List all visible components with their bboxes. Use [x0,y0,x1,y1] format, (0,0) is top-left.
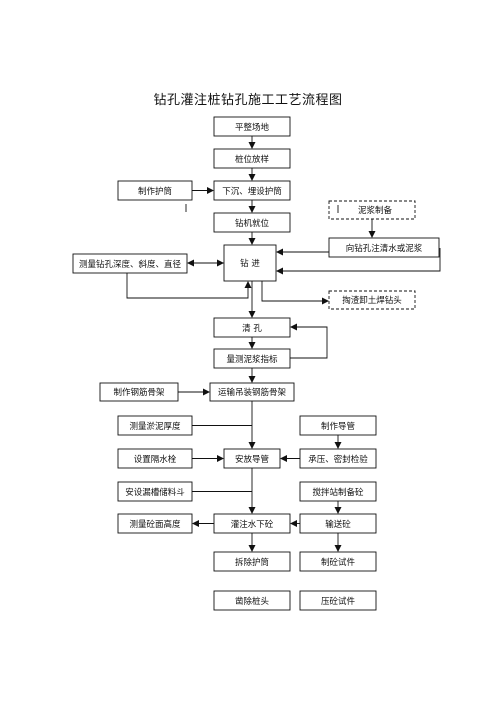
label-clean-hole: 清 孔 [242,323,262,334]
label-measure-mud: 量测泥浆指标 [226,354,278,365]
label-pile-position: 桩位放样 [235,154,270,165]
label-sink-casing: 下沉、埋设护筒 [222,186,282,197]
label-remove-casing: 拆除护筒 [235,557,269,568]
label-install-pipe: 安放导管 [235,454,269,465]
label-install-hopper: 安设漏槽储料斗 [125,487,185,498]
label-set-plug: 设置隔水栓 [134,454,177,465]
label-inject-water: 向钻孔注清水或泥浆 [346,243,423,254]
arrow-measure-feedback [126,273,252,299]
label-hoist-cage: 运输吊装钢筋骨架 [218,387,287,398]
box-remove-slag [328,290,416,310]
box-inject-water [328,237,440,258]
label-measure-concrete: 测量砼面高度 [129,519,181,530]
box-chisel-pile-head [213,590,291,611]
label-chisel-pile-head: 凿除桩头 [235,596,270,607]
label-remove-slag: 掏渣卸土焊钻头 [342,295,402,306]
label-pour-concrete: 灌注水下砼 [231,519,274,530]
label-mix-station: 搅拌站制备砼 [312,487,364,498]
box-press-specimen [299,590,377,611]
box-remove-casing [213,551,291,572]
label-mud-prep: 泥浆制备 [358,205,393,216]
label-pressure-test: 承压、密封检验 [308,454,368,465]
label-make-cage: 制作钢筋骨架 [113,387,165,398]
diagram-title: 钻孔灌注桩钻孔施工工艺流程图 [153,93,343,108]
label-make-specimen: 制砼试件 [321,557,356,568]
box-make-specimen [299,551,377,572]
label-level: 平整场地 [235,122,270,133]
label-measure-sediment: 测量淤泥厚度 [129,421,181,432]
arrow-drill-to-slag [261,281,329,305]
label-make-pipe: 制作导管 [321,421,355,432]
arrow-slag-to-drill [276,248,441,275]
label-drill: 钻 进 [240,258,260,269]
box-drill [223,244,277,282]
label-rig-position: 钻机就位 [235,218,270,229]
label-make-casing: 制作护筒 [138,186,172,197]
label-measure-hole: 测量钻孔深度、斜度、直径 [79,259,182,270]
label-press-specimen: 压砼试件 [321,596,356,607]
label-transport-concrete: 输送砼 [325,519,351,530]
arrow-mud-loop [290,323,328,359]
